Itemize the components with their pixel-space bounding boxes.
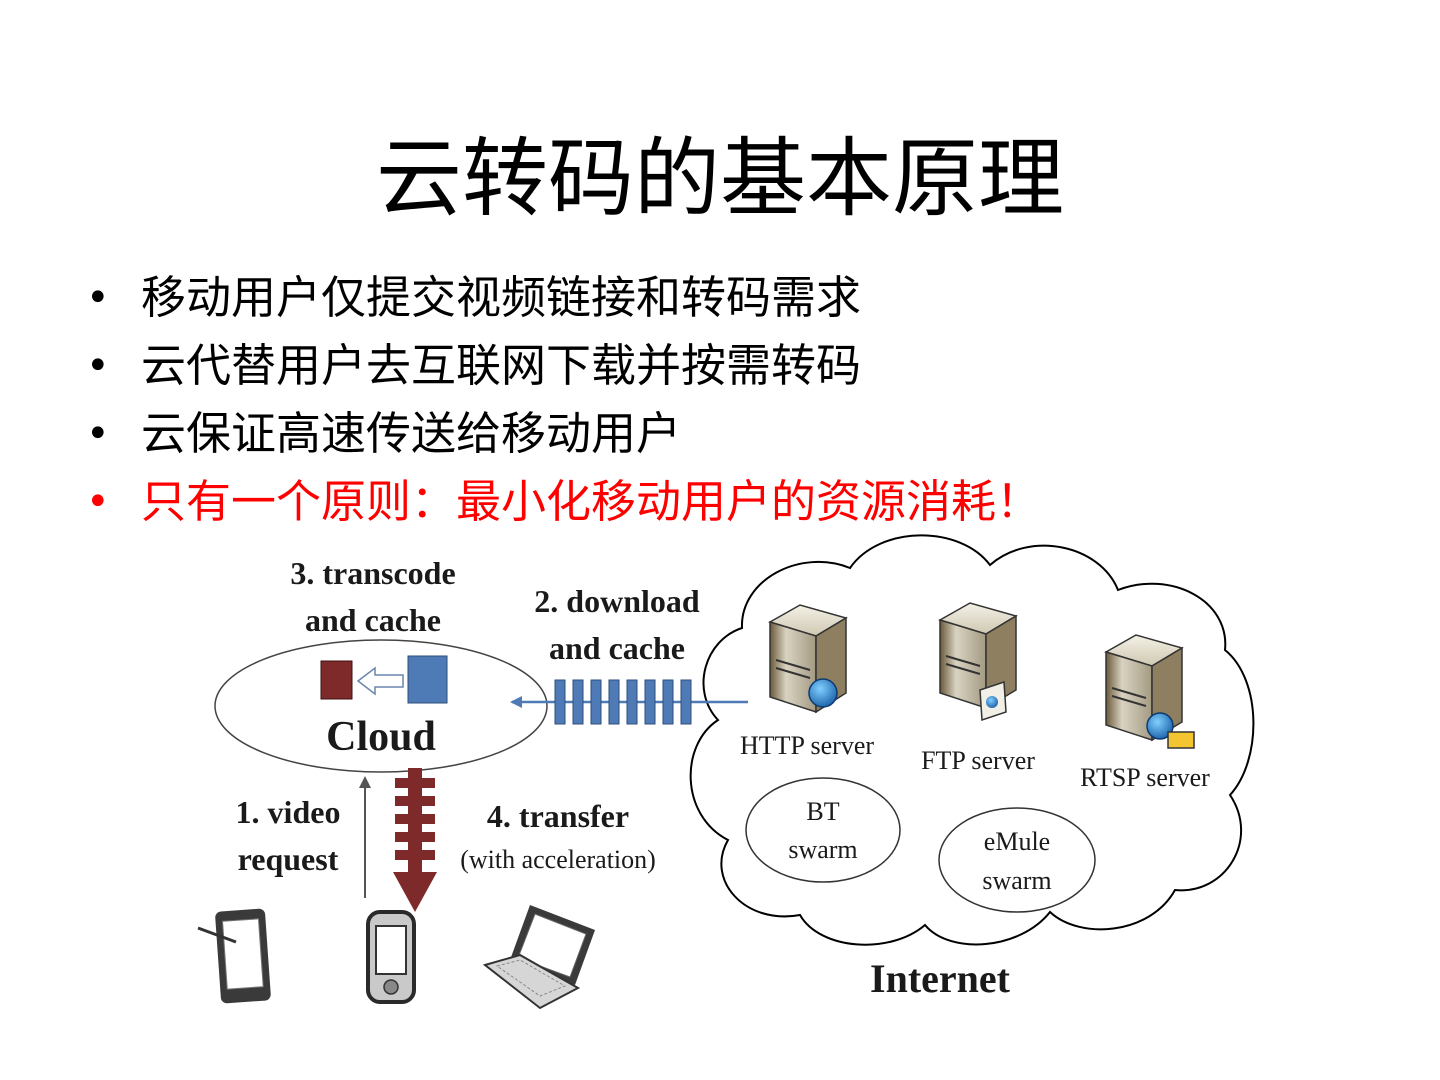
bt-swarm-line2: swarm: [788, 835, 857, 864]
transfer-arrow: [393, 768, 437, 912]
transfer-packet: [395, 832, 435, 842]
server-icon: [938, 602, 1018, 722]
ftp-server-label: FTP server: [921, 746, 1035, 775]
bullet-text: 移动用户仅提交视频链接和转码需求: [141, 271, 862, 324]
http-server-label: HTTP server: [740, 731, 874, 760]
cloud-ellipse: [214, 639, 548, 773]
emule-swarm-line2: swarm: [982, 866, 1051, 895]
download-packets: [554, 679, 692, 725]
packet: [680, 679, 692, 725]
bullet-text: 云保证高速传送给移动用户: [141, 407, 682, 460]
rtsp-server-label: RTSP server: [1080, 763, 1210, 792]
internet-label: Internet: [870, 956, 1011, 1001]
packet: [554, 679, 566, 725]
packet: [662, 679, 674, 725]
phone-icon: [366, 910, 416, 1004]
bullet-dot-icon: •: [86, 275, 110, 321]
globe-icon: [1146, 712, 1174, 740]
step-transfer-label: 4. transfer: [487, 798, 629, 834]
cloud-label: Cloud: [326, 714, 436, 760]
bullet-text: 只有一个原则：最小化移动用户的资源消耗！: [141, 475, 1042, 528]
packet: [572, 679, 584, 725]
globe-icon: [808, 678, 838, 708]
step-request-line1: 1. video: [236, 794, 341, 830]
bullet-dot-icon: •: [86, 411, 110, 457]
bullet-item-highlight: • 只有一个原则：最小化移动用户的资源消耗！: [86, 472, 1041, 540]
globe-icon: [986, 696, 998, 708]
bullet-list: • 移动用户仅提交视频链接和转码需求 • 云代替用户去互联网下载并按需转码 • 云保证…: [86, 268, 1041, 540]
step-download-line2: and cache: [549, 630, 685, 666]
server-icon: [768, 604, 848, 714]
packet: [608, 679, 620, 725]
transcode-arrow-icon: [356, 666, 404, 696]
bt-swarm-ellipse: [745, 777, 901, 883]
step-transcode-line2: and cache: [305, 602, 441, 638]
emule-swarm-line1: eMule: [984, 827, 1050, 856]
bt-swarm-line1: BT: [806, 797, 839, 826]
server-icon: [1104, 634, 1195, 749]
packet: [644, 679, 656, 725]
film-icon: [1167, 731, 1195, 749]
slide-title: 云转码的基本原理: [376, 129, 1064, 229]
bullet-item: • 移动用户仅提交视频链接和转码需求: [86, 268, 1041, 336]
laptop-icon: [482, 905, 595, 1010]
packet: [590, 679, 602, 725]
original-file-icon: [407, 655, 448, 704]
transfer-packet: [395, 850, 435, 860]
step-download-line1: 2. download: [534, 583, 700, 619]
step-transcode-line1: 3. transcode: [290, 555, 455, 591]
bullet-dot-icon: •: [86, 479, 110, 525]
transfer-packet: [395, 796, 435, 806]
bullet-text: 云代替用户去互联网下载并按需转码: [141, 339, 862, 392]
tablet-icon: [197, 908, 271, 1004]
packet: [626, 679, 638, 725]
bullet-dot-icon: •: [86, 343, 110, 389]
transcoded-file-icon: [320, 660, 353, 700]
bullet-item: • 云保证高速传送给移动用户: [86, 404, 1041, 472]
emule-swarm-ellipse: [938, 807, 1096, 913]
bullet-item: • 云代替用户去互联网下载并按需转码: [86, 336, 1041, 404]
step-request-line2: request: [238, 841, 339, 877]
transfer-packet: [395, 778, 435, 788]
transfer-packet: [395, 814, 435, 824]
step-transfer-note: (with acceleration): [460, 845, 656, 874]
